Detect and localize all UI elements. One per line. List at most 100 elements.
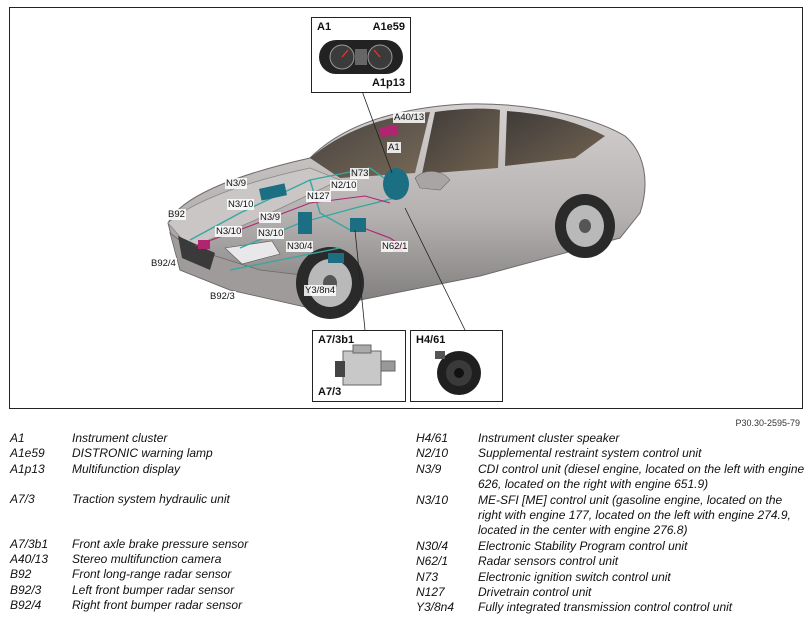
legend-row: A7/3 Traction system hydraulic unit — [10, 492, 400, 507]
legend-code: N30/4 — [416, 538, 449, 553]
label-n62-1: N62/1 — [381, 241, 409, 252]
label-y3-8n4: Y3/8n4 — [304, 285, 337, 296]
label-n73: N73 — [350, 168, 370, 179]
callout-cluster-label-c: A1p13 — [371, 77, 405, 89]
callout-speaker-label: H4/61 — [416, 334, 446, 346]
legend-code: N73 — [416, 569, 439, 584]
legend-code: H4/61 — [416, 431, 449, 445]
callout-cluster-label-b: A1e59 — [372, 21, 405, 33]
legend-code: Y3/8n4 — [416, 600, 455, 615]
label-n30-4: N30/4 — [286, 241, 314, 252]
callout-speaker: H4/61 — [410, 330, 503, 402]
label-n3-9-top: N3/9 — [225, 178, 248, 189]
legend-row: N3/9 CDI control unit (diesel engine, loc… — [416, 462, 806, 493]
legend-row: N62/1 Radar sensors control unit — [416, 554, 806, 569]
legend-desc: Fully integrated transmission control co… — [478, 600, 733, 615]
callout-cluster-label-a: A1 — [317, 21, 332, 33]
legend-desc: Drivetrain control unit — [478, 585, 592, 600]
legend-row: N73 Electronic ignition switch control un… — [416, 570, 806, 585]
legend-code: A7/3b1 — [10, 536, 49, 551]
side-window-front — [422, 108, 500, 174]
rear-wheel — [555, 194, 615, 258]
grille — [178, 236, 215, 270]
module-b92 — [198, 240, 210, 249]
legend-code: A1e59 — [10, 446, 45, 461]
legend-code: A1 — [10, 431, 25, 445]
legend-desc: Instrument cluster speaker — [478, 431, 620, 445]
windshield — [310, 112, 430, 178]
legend-code: B92/3 — [10, 582, 42, 597]
legend-row: Y3/8n4 Fully integrated transmission cont… — [416, 600, 806, 615]
legend-row: A1p13 Multifunction display — [10, 462, 400, 477]
legend-desc: Front long-range radar sensor — [72, 567, 232, 582]
diagram-frame: A1 A1e59 A1p13 A7/3b1 A7/3 H4/61 — [9, 7, 803, 409]
legend-code: N3/10 — [416, 492, 449, 507]
legend-row: N2/10 Supplemental restraint system contr… — [416, 446, 806, 461]
label-n127: N127 — [306, 191, 331, 202]
legend-row: A7/3b1 Front axle brake pressure sensor — [10, 537, 400, 552]
hydraulic-unit-image — [335, 344, 396, 386]
label-b92: B92 — [167, 209, 186, 220]
legend-code: N3/9 — [416, 461, 442, 476]
legend-desc: Multifunction display — [72, 461, 181, 476]
legend-desc: Electronic Stability Program control uni… — [478, 538, 688, 553]
label-b92-3: B92/3 — [209, 291, 236, 302]
legend-desc: Traction system hydraulic unit — [72, 492, 230, 507]
module-n127 — [298, 212, 312, 234]
legend-row: N127 Drivetrain control unit — [416, 585, 806, 600]
legend-right: H4/61 Instrument cluster speaker N2/10 Sup… — [416, 431, 806, 616]
legend-desc: Left front bumper radar sensor — [72, 582, 235, 597]
label-a40-13: A40/13 — [393, 112, 426, 123]
legend-desc: Supplemental restraint system control un… — [478, 446, 702, 461]
legend-row: B92/4 Right front bumper radar sensor — [10, 598, 400, 613]
legend-row: B92/3 Left front bumper radar sensor — [10, 583, 400, 598]
legend-desc: CDI control unit (diesel engine, located… — [478, 461, 805, 492]
legend-desc: Electronic ignition switch control unit — [478, 569, 671, 584]
label-a1: A1 — [387, 142, 401, 153]
legend-desc: Stereo multifunction camera — [72, 552, 222, 567]
legend-code: A1p13 — [10, 461, 45, 476]
legend-row: N3/10 ME-SFI [ME] control unit (gasoline … — [416, 493, 806, 539]
legend-code: A40/13 — [10, 552, 49, 567]
label-n3-10-left: N3/10 — [215, 226, 243, 237]
module-y3-8n4 — [328, 253, 344, 263]
label-n3-10-top: N3/10 — [227, 199, 255, 210]
legend-desc: ME-SFI [ME] control unit (gasoline engin… — [478, 492, 791, 538]
legend-row: A1 Instrument cluster — [10, 431, 400, 446]
legend-row: A40/13 Stereo multifunction camera — [10, 552, 400, 567]
label-n3-10-mid: N3/10 — [257, 228, 285, 239]
label-n3-9-mid: N3/9 — [259, 212, 282, 223]
legend-desc: Radar sensors control unit — [478, 554, 619, 569]
module-a40-13 — [379, 124, 399, 138]
callout-instrument-cluster: A1 A1e59 A1p13 — [311, 17, 411, 93]
module-n30-4 — [350, 218, 366, 232]
legend-desc: Front axle brake pressure sensor — [72, 536, 249, 551]
side-window-rear — [505, 111, 605, 166]
label-b92-4: B92/4 — [150, 258, 177, 269]
legend-code: A7/3 — [10, 492, 35, 507]
legend-row: A1e59 DISTRONIC warning lamp — [10, 446, 400, 461]
legend-desc: Instrument cluster — [72, 431, 168, 445]
legend-row: N30/4 Electronic Stability Program contro… — [416, 539, 806, 554]
legend-desc: DISTRONIC warning lamp — [72, 446, 213, 461]
legend-code: B92 — [10, 567, 32, 582]
car-illustration — [167, 90, 646, 331]
figure-reference: P30.30-2595-79 — [735, 418, 800, 428]
legend-code: B92/4 — [10, 598, 42, 613]
legend-code: N127 — [416, 585, 445, 600]
side-mirror — [414, 171, 451, 191]
legend-row: B92 Front long-range radar sensor — [10, 567, 400, 582]
legend-left: A1 Instrument cluster A1e59 DISTRONIC warn… — [10, 431, 400, 614]
speaker-image — [435, 351, 481, 395]
headlight — [224, 240, 281, 265]
leader-lines — [354, 90, 466, 331]
legend-code: N62/1 — [416, 554, 449, 569]
legend-code: N2/10 — [416, 446, 449, 461]
module-n3-9-top — [259, 183, 287, 201]
instrument-cluster-image — [319, 40, 403, 74]
module-a1 — [383, 168, 409, 200]
callout-hydraulic-label-a: A7/3b1 — [318, 334, 355, 346]
callout-hydraulic-unit: A7/3b1 A7/3 — [312, 330, 406, 402]
legend-desc: Right front bumper radar sensor — [72, 598, 243, 613]
callout-hydraulic-label-b: A7/3 — [318, 386, 342, 398]
